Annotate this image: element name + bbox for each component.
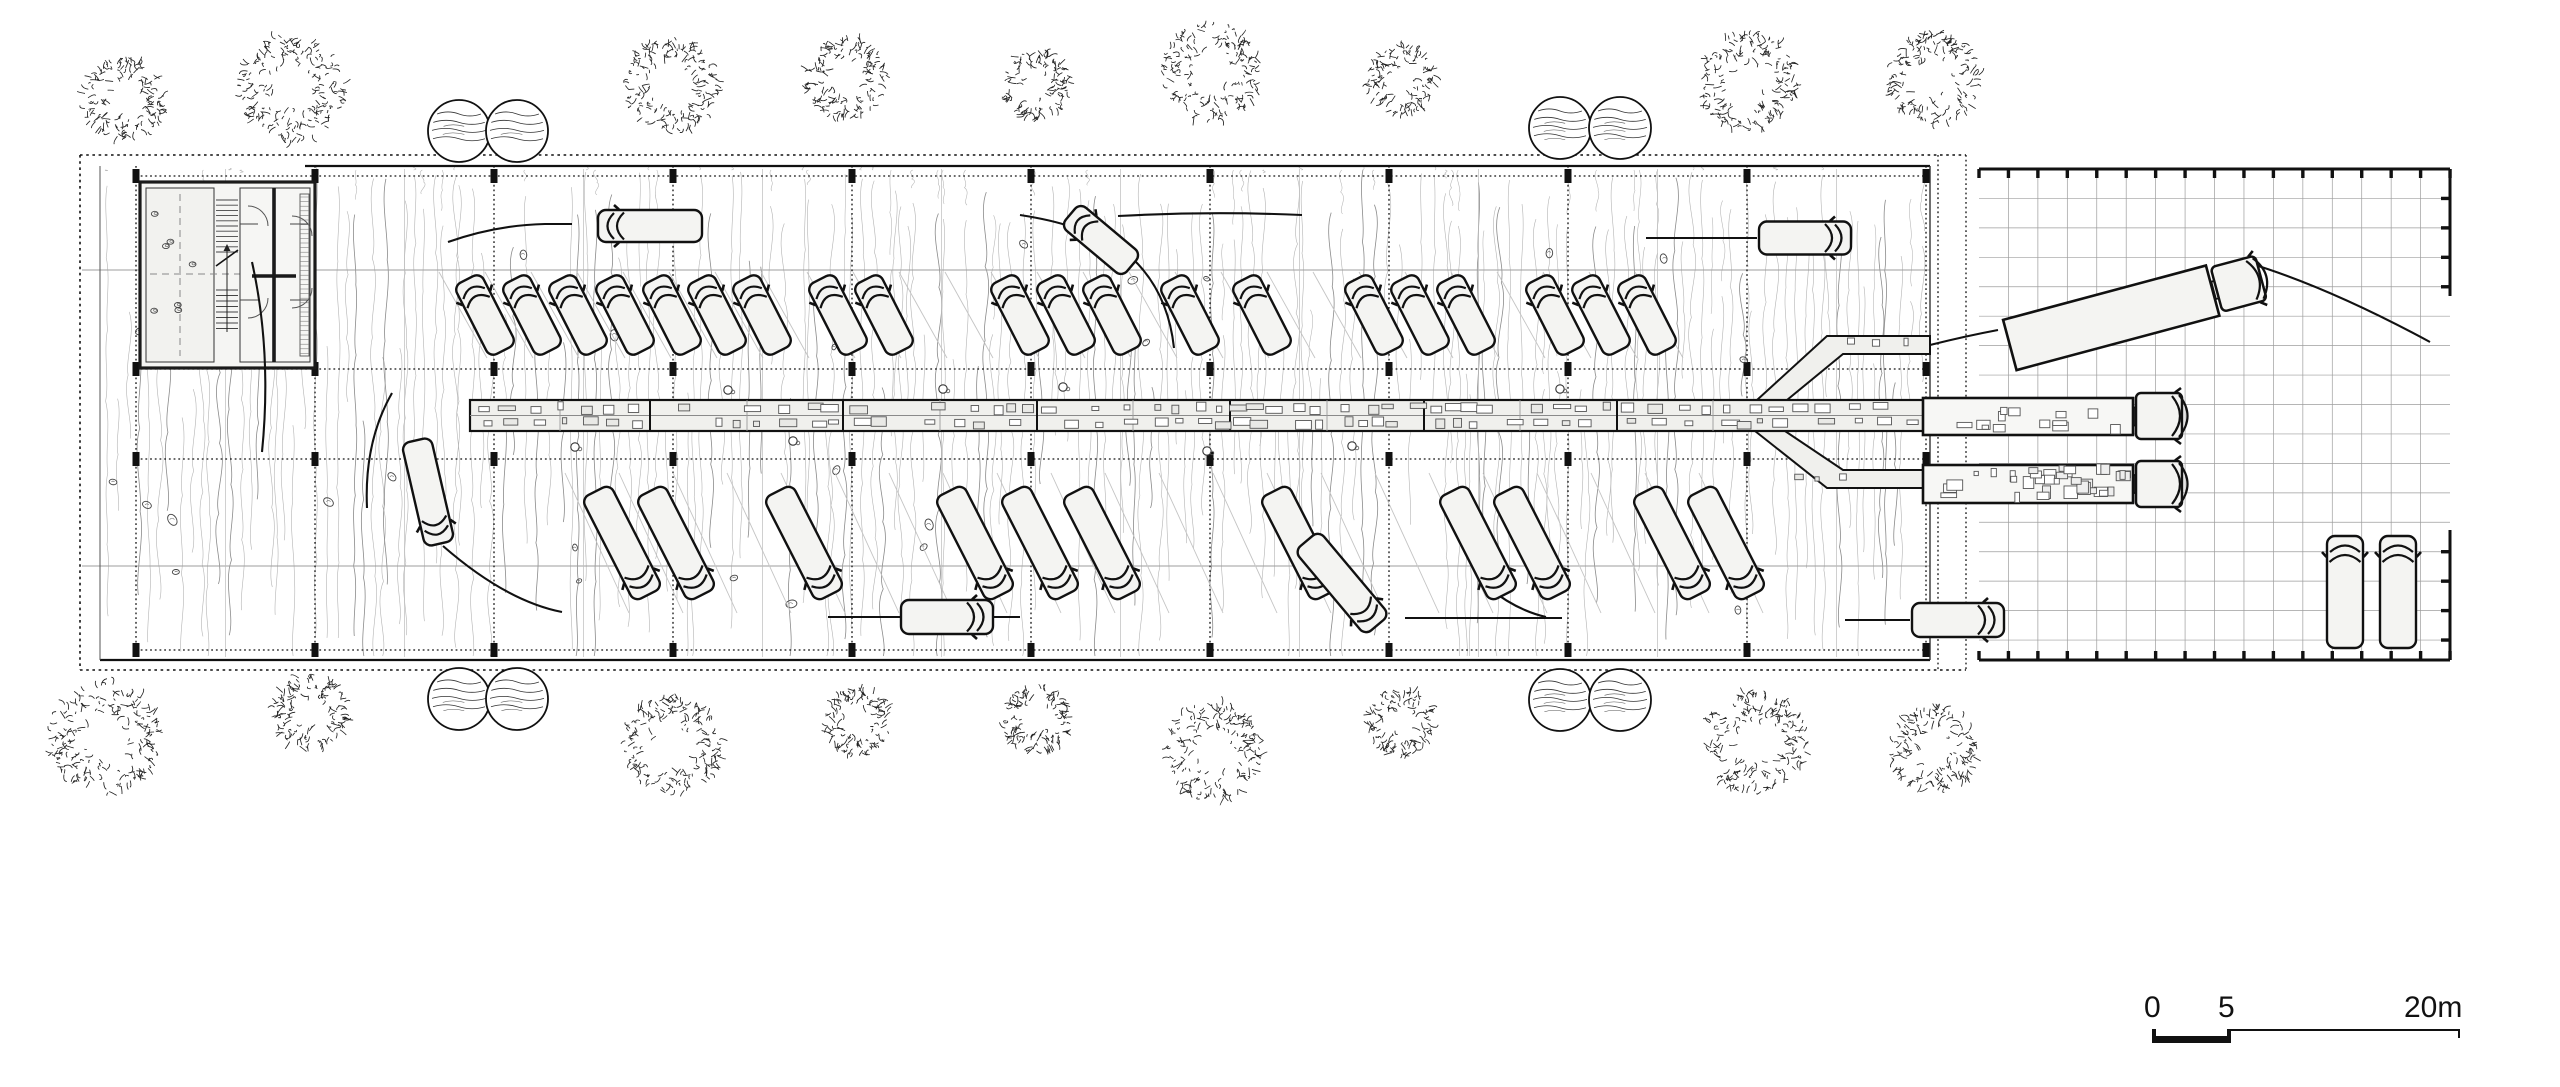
van-turning-top [1062, 204, 1140, 276]
parked-van-bottom-row [1492, 485, 1572, 601]
tree-scribble [1885, 29, 1985, 130]
vehicles [401, 204, 2422, 650]
parked-van-top-row [1436, 274, 1496, 356]
van-curved-path [401, 437, 457, 547]
parked-van-top-row [502, 274, 562, 356]
truck-cab [2210, 250, 2269, 312]
tree-scribble [1889, 703, 1981, 793]
shrub-circle [1588, 668, 1652, 732]
van-arriving-left [596, 204, 704, 248]
tree-scribble [1702, 687, 1812, 795]
parked-van-top-row [1232, 274, 1292, 356]
van-parked-apron-1 [2321, 534, 2369, 650]
van-lane-bottom [899, 594, 995, 640]
parked-van-top-row [1571, 274, 1631, 356]
scale-label-five: 5 [2218, 991, 2235, 1024]
parked-van-top-row [1036, 274, 1096, 356]
shrub-circle [1588, 96, 1652, 160]
parked-van-top-row [548, 274, 608, 356]
trees [45, 20, 1985, 806]
scale-bar: 0 5 20m [2144, 991, 2464, 1047]
parked-van-top-row [687, 274, 747, 356]
parked-van-top-row [732, 274, 792, 356]
column-grid [132, 155, 1967, 672]
entrance-building [138, 180, 317, 370]
parked-van-top-row [808, 274, 868, 356]
parked-van-top-row [1617, 274, 1677, 356]
parked-van-bottom-row [1438, 485, 1518, 601]
parked-van-bottom-row [935, 485, 1015, 601]
parked-van-top-row [990, 274, 1050, 356]
shrub-circle [427, 99, 491, 163]
shrub-circle [485, 667, 549, 731]
shrub-circle [485, 99, 549, 163]
central-sorting-platform [468, 335, 1932, 489]
scale-label-twenty: 20m [2404, 991, 2463, 1024]
tree-scribble [821, 683, 893, 759]
tree-scribble [1161, 20, 1261, 126]
truck-cab [2134, 454, 2189, 514]
tree-scribble [267, 673, 354, 753]
parked-van-top-row [1525, 274, 1585, 356]
parked-van-bottom-row [764, 485, 844, 601]
parked-van-bottom-row [1000, 485, 1080, 601]
parked-van-top-row [1390, 274, 1450, 356]
tree-scribble [998, 684, 1073, 755]
parked-van-top-row [642, 274, 702, 356]
site-boundary [79, 154, 1966, 671]
tree-scribble [76, 56, 169, 145]
scale-bar-thick-segment [2152, 1029, 2231, 1043]
shrub-circle [427, 667, 491, 731]
tree-scribble [235, 31, 351, 148]
tree-scribble [800, 33, 891, 122]
tree-scribble [45, 676, 163, 796]
shrub-circle [1528, 668, 1592, 732]
parked-van-top-row [1160, 274, 1220, 356]
parked-van-top-row [854, 274, 914, 356]
tree-scribble [1001, 48, 1075, 123]
parked-van-top-row [595, 274, 655, 356]
tree-scribble [1699, 30, 1802, 133]
parked-van-bottom-row [636, 485, 716, 601]
van-arriving-right [1757, 215, 1853, 261]
tree-scribble [623, 36, 724, 135]
parked-van-bottom-row [582, 485, 662, 601]
parked-van-top-row [1344, 274, 1404, 356]
scale-bar-thin-segment [2231, 1029, 2460, 1038]
shrub-circle [1528, 96, 1592, 160]
articulated-truck [2001, 250, 2269, 372]
truck-cab [2134, 386, 2189, 446]
docked-trailer-1 [1921, 386, 2189, 446]
parked-van-top-row [1082, 274, 1142, 356]
tree-scribble [1363, 686, 1439, 759]
tree-scribble [620, 693, 728, 797]
vehicle-paths [250, 212, 2431, 622]
tree-scribble [1362, 40, 1442, 119]
van-lane-bottom-right [1910, 597, 2006, 643]
van-turning-bottom [1296, 532, 1388, 634]
tree-scribble [1161, 696, 1268, 806]
van-parked-apron-2 [2374, 534, 2422, 650]
parked-van-bottom-row [1686, 485, 1766, 601]
parked-van-bottom-row [1062, 485, 1142, 601]
docked-trailer-2 [1921, 454, 2189, 514]
parked-van-bottom-row [1632, 485, 1712, 601]
parked-van-top-row [455, 274, 515, 356]
scale-label-zero: 0 [2144, 991, 2161, 1024]
people-dots [570, 382, 1568, 456]
